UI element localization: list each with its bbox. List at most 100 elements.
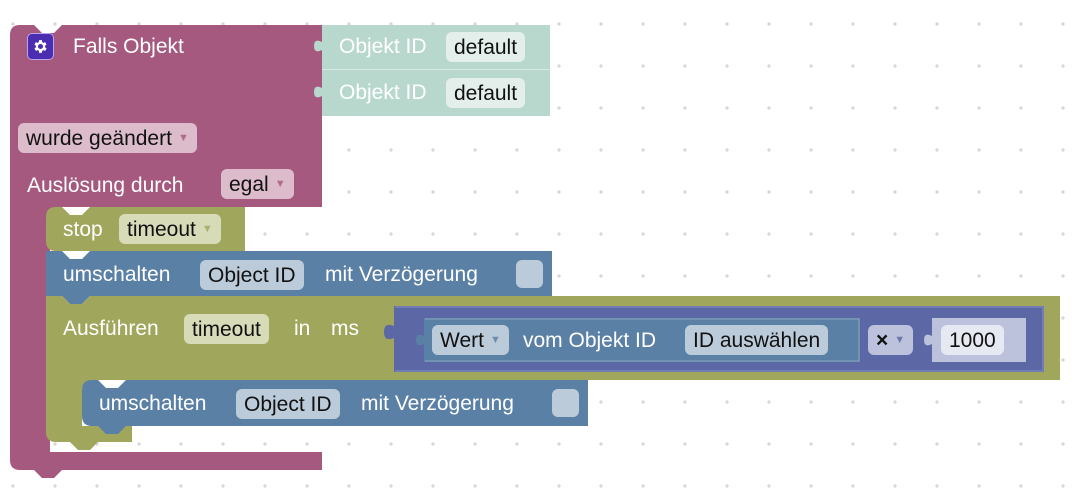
grid-dot — [851, 64, 855, 68]
value-dropdown[interactable]: Wert ▼ — [432, 325, 509, 355]
grid-dot — [977, 232, 981, 236]
grid-dot — [137, 442, 141, 446]
object-id-input-2[interactable]: Objekt ID default — [322, 70, 550, 116]
grid-dot — [893, 106, 897, 110]
number-field[interactable]: 1000 — [941, 325, 1004, 355]
grid-dot — [431, 190, 435, 194]
grid-dot — [641, 64, 645, 68]
gear-icon[interactable] — [27, 33, 54, 60]
grid-dot — [557, 442, 561, 446]
grid-dot — [347, 484, 351, 488]
grid-dot — [53, 22, 57, 26]
grid-dot — [977, 148, 981, 152]
delay-label: mit Verzögerung — [325, 263, 478, 286]
toggle-block-2[interactable]: umschalten Object ID mit Verzögerung — [82, 380, 588, 426]
grid-dot — [641, 148, 645, 152]
grid-dot — [851, 148, 855, 152]
value-from-object-block[interactable]: Wert ▼ vom Objekt ID ID auswählen — [424, 318, 860, 362]
toggle-label: umschalten — [63, 263, 171, 286]
toggle-object-id-field[interactable]: Object ID — [200, 260, 304, 290]
grid-dot — [431, 148, 435, 152]
event-block-title: Falls Objekt — [73, 35, 184, 58]
grid-dot — [599, 22, 603, 26]
grid-dot — [851, 106, 855, 110]
grid-dot — [935, 190, 939, 194]
grid-dot — [389, 148, 393, 152]
grid-dot — [767, 106, 771, 110]
grid-dot — [809, 442, 813, 446]
grid-dot — [851, 400, 855, 404]
timeout-name-field[interactable]: timeout — [184, 314, 269, 344]
grid-dot — [389, 484, 393, 488]
grid-dot — [1019, 442, 1023, 446]
grid-dot — [515, 148, 519, 152]
grid-dot — [515, 190, 519, 194]
grid-dot — [53, 442, 57, 446]
grid-dot — [725, 190, 729, 194]
timeout-block[interactable]: Ausführen timeout in ms — [46, 296, 1060, 380]
operator-dropdown[interactable]: × ▼ — [868, 325, 914, 355]
grid-dot — [809, 22, 813, 26]
event-block[interactable]: Falls Objekt wurde geändert ▼ Auslösung … — [10, 25, 322, 205]
grid-dot — [935, 22, 939, 26]
grid-dot — [557, 22, 561, 26]
grid-dot — [683, 148, 687, 152]
grid-dot — [557, 148, 561, 152]
grid-dot — [935, 106, 939, 110]
condition-dropdown[interactable]: wurde geändert ▼ — [18, 123, 197, 153]
grid-dot — [935, 232, 939, 236]
grid-dot — [935, 400, 939, 404]
condition-dropdown-value: wurde geändert — [26, 126, 172, 150]
grid-dot — [641, 106, 645, 110]
grid-dot — [641, 442, 645, 446]
grid-dot — [683, 22, 687, 26]
delay-checkbox[interactable] — [516, 260, 543, 288]
trigger-dropdown[interactable]: egal ▼ — [221, 169, 294, 199]
toggle-object-id-field[interactable]: Object ID — [236, 389, 340, 419]
grid-dot — [263, 232, 267, 236]
grid-dot — [263, 484, 267, 488]
grid-dot — [893, 442, 897, 446]
grid-dot — [431, 484, 435, 488]
grid-dot — [1061, 358, 1065, 362]
stop-block[interactable]: stop timeout ▼ — [46, 207, 245, 251]
grid-dot — [473, 442, 477, 446]
grid-dot — [893, 274, 897, 278]
grid-dot — [473, 148, 477, 152]
grid-dot — [977, 190, 981, 194]
grid-dot — [599, 64, 603, 68]
grid-dot — [557, 64, 561, 68]
grid-dot — [557, 274, 561, 278]
grid-dot — [557, 190, 561, 194]
grid-dot — [1061, 22, 1065, 26]
grid-dot — [809, 148, 813, 152]
grid-dot — [767, 190, 771, 194]
grid-dot — [431, 232, 435, 236]
grid-dot — [1061, 274, 1065, 278]
grid-dot — [515, 232, 519, 236]
select-id-field[interactable]: ID auswählen — [685, 325, 829, 355]
toggle-block-1[interactable]: umschalten Object ID mit Verzögerung — [46, 251, 552, 296]
grid-dot — [935, 484, 939, 488]
grid-dot — [515, 484, 519, 488]
grid-dot — [767, 274, 771, 278]
grid-dot — [893, 190, 897, 194]
object-id-input-1[interactable]: Objekt ID default — [322, 25, 550, 69]
grid-dot — [1019, 232, 1023, 236]
grid-dot — [1019, 64, 1023, 68]
trigger-label: Auslösung durch — [27, 174, 184, 197]
grid-dot — [767, 232, 771, 236]
object-id-value[interactable]: default — [446, 78, 526, 108]
grid-dot — [725, 106, 729, 110]
grid-dot — [725, 400, 729, 404]
dropdown-arrow-icon: ▼ — [274, 177, 286, 190]
delay-checkbox[interactable] — [552, 389, 579, 417]
grid-dot — [557, 232, 561, 236]
grid-dot — [1061, 400, 1065, 404]
grid-dot — [767, 442, 771, 446]
grid-dot — [935, 148, 939, 152]
stop-timeout-dropdown[interactable]: timeout ▼ — [119, 214, 221, 244]
grid-dot — [977, 484, 981, 488]
object-id-value[interactable]: default — [446, 32, 526, 62]
delay-label: mit Verzögerung — [361, 392, 514, 415]
